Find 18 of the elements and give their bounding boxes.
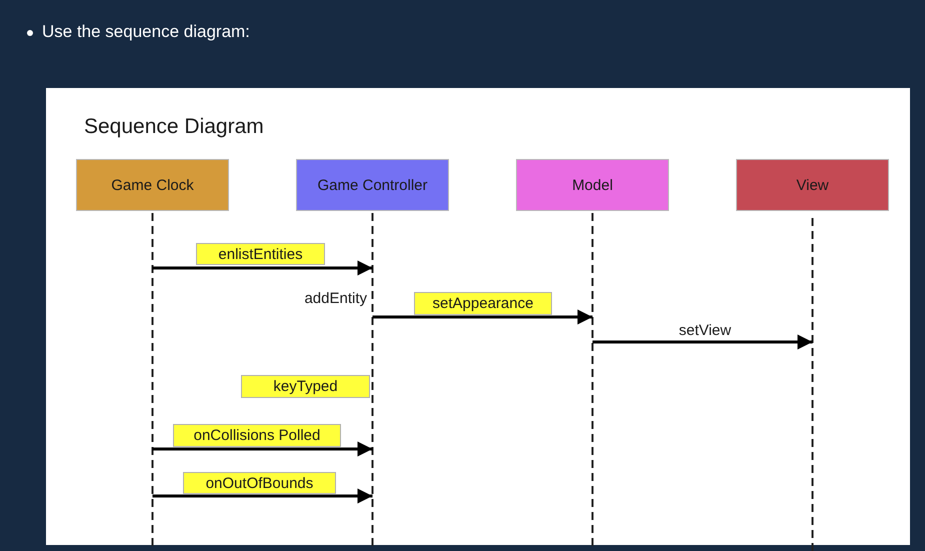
message-arrow	[372, 310, 592, 324]
diagram-title: Sequence Diagram	[84, 115, 264, 139]
participant-box: Game Controller	[296, 159, 449, 211]
edge-label: setAppearance	[414, 292, 552, 315]
edge-label: onCollisions Polled	[173, 424, 341, 447]
message-label: addEntity	[303, 290, 367, 307]
message-arrow	[152, 260, 372, 276]
message-arrow	[592, 334, 812, 350]
message-arrow	[152, 488, 372, 504]
participant-box: Model	[516, 159, 669, 211]
edge-label: enlistEntities	[196, 243, 325, 265]
message-arrow	[152, 442, 372, 456]
instruction-text: Use the sequence diagram:	[42, 22, 250, 42]
participant-box: Game Clock	[76, 159, 229, 211]
edge-label: onOutOfBounds	[183, 472, 336, 494]
edge-label: setView	[678, 320, 732, 340]
participant-box: View	[736, 159, 889, 211]
message-label: keyTyped	[241, 375, 370, 398]
